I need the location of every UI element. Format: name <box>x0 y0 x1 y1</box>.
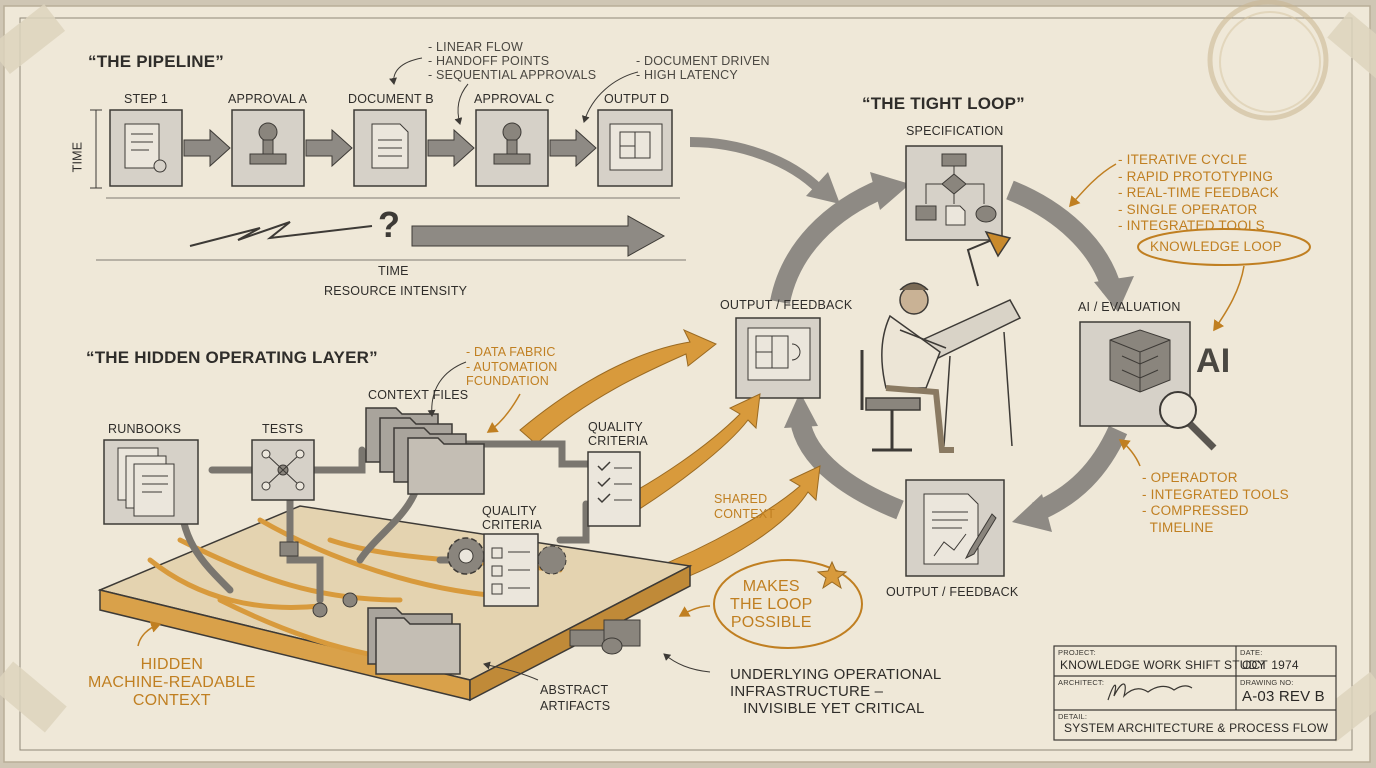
step-1-label: STEP 1 <box>124 92 169 106</box>
specification-box <box>905 145 1003 241</box>
loop-arrow-top-left <box>770 178 888 305</box>
orange-arrow-3 <box>649 465 821 587</box>
tests-icon <box>251 439 315 501</box>
coffee-stain <box>1207 0 1329 121</box>
output-feedback-bottom-label: OUTPUT / FEEDBACK <box>886 585 1019 599</box>
step-box-5 <box>597 109 673 187</box>
output-d-label: OUTPUT D <box>604 92 670 106</box>
tb-detail: SYSTEM ARCHITECTURE & PROCESS FLOW <box>1064 721 1329 735</box>
loop-arrow-top-right <box>1006 180 1122 293</box>
context-files-icon <box>365 407 485 495</box>
pipeline-arrow-3 <box>427 128 475 168</box>
ai-mark: AI <box>1196 342 1231 380</box>
tight-loop-title: “THE TIGHT LOOP” <box>862 94 1025 113</box>
output-feedback-box-bottom <box>905 479 1005 577</box>
document-b-label: DOCUMENT B <box>348 92 434 106</box>
runbooks-icon <box>103 439 199 525</box>
ai-evaluation-label: AI / EVALUATION <box>1078 300 1181 314</box>
pipeline-notes-a: - LINEAR FLOW - HANDOFF POINTS - SEQUENT… <box>428 40 597 82</box>
ai-evaluation-box <box>1079 321 1191 427</box>
shared-context-label: SHARED CONTEXT <box>714 492 776 521</box>
hidden-layer-title: “THE HIDDEN OPERATING LAYER” <box>86 348 378 367</box>
title-block-frame <box>1053 645 1337 741</box>
tb-drawing: A-03 REV B <box>1242 688 1325 705</box>
context-files-label: CONTEXT FILES <box>368 388 469 402</box>
tb-detail-label: DETAIL: <box>1058 712 1088 721</box>
specification-label: SPECIFICATION <box>906 124 1004 138</box>
question-mark: ? <box>378 204 401 245</box>
step-box-4 <box>475 109 549 187</box>
makes-loop-label: MAKES THE LOOP POSSIBLE <box>730 578 813 631</box>
tests-label: TESTS <box>262 422 304 436</box>
quality-criteria-mid-label: QUALITY CRITERIA <box>482 504 542 532</box>
tape-top-left <box>0 4 66 74</box>
hidden-notes: - DATA FABRIC - AUTOMATION FCUNDATION <box>466 345 558 388</box>
tb-project: KNOWLEDGE WORK SHIFT STUDY <box>1060 658 1266 672</box>
gear-icon <box>447 537 567 575</box>
runbooks-label: RUNBOOKS <box>108 422 182 436</box>
knowledge-loop-label: KNOWLEDGE LOOP <box>1150 239 1282 254</box>
architect-signature <box>1107 683 1193 701</box>
tb-date-label: DATE: <box>1240 648 1263 657</box>
loop-notes-right: - ITERATIVE CYCLE - RAPID PROTOTYPING - … <box>1118 152 1279 233</box>
pipeline-arrow-2 <box>305 128 353 168</box>
machine-readable-label: HIDDEN MACHINE-READABLE CONTEXT <box>88 656 256 709</box>
folder-icon <box>367 607 461 675</box>
makes-loop-ellipse <box>713 559 863 649</box>
long-arrow <box>411 215 666 257</box>
operator-figure <box>860 230 1022 453</box>
approval-c-label: APPROVAL C <box>474 92 555 106</box>
valve-icon <box>569 619 641 655</box>
x-axis-label: TIME <box>378 264 409 278</box>
quality-criteria-mid-icon <box>483 533 539 607</box>
zigzag-line <box>189 221 373 247</box>
loop-notes-low: - OPERADTOR - INTEGRATED TOOLS - COMPRES… <box>1142 470 1289 535</box>
tape-top-right <box>1327 11 1376 83</box>
time-axis-label: TIME <box>70 141 85 173</box>
tb-date: OCT 1974 <box>1242 658 1299 672</box>
pipeline-title: “THE PIPELINE” <box>88 52 224 71</box>
pipeline-arrow-4 <box>549 128 597 168</box>
knowledge-loop-ellipse <box>1137 228 1311 266</box>
underlying-infra-label: UNDERLYING OPERATIONAL INFRASTRUCTURE – … <box>730 666 942 717</box>
tight-loop-section <box>689 137 1311 577</box>
tape-bottom-left <box>0 661 67 733</box>
quality-criteria-right-label: QUALITY CRITERIA <box>588 420 648 448</box>
orange-arrow-1 <box>519 328 717 445</box>
magnifier-icon <box>1159 391 1217 451</box>
tb-architect-label: ARCHITECT: <box>1058 678 1105 687</box>
hidden-layer-section <box>97 328 863 702</box>
quality-criteria-right-icon <box>587 451 641 527</box>
pipeline-section <box>90 57 686 261</box>
pipeline-to-loop-arrow <box>689 137 824 194</box>
approval-a-label: APPROVAL A <box>228 92 308 106</box>
star-icon <box>816 560 848 590</box>
step-box-2 <box>231 109 305 187</box>
loop-arrow-bottom-left <box>790 417 904 520</box>
tb-project-label: PROJECT: <box>1058 648 1096 657</box>
output-feedback-left-label: OUTPUT / FEEDBACK <box>720 298 853 312</box>
step-box-1 <box>109 109 183 187</box>
abstract-artifacts-label: ABSTRACT ARTIFACTS <box>540 683 611 713</box>
tb-drawing-label: DRAWING NO: <box>1240 678 1294 687</box>
resource-intensity-label: RESOURCE INTENSITY <box>324 284 468 298</box>
output-feedback-box-left <box>735 317 821 399</box>
pipeline-arrow-1 <box>183 128 231 168</box>
pipeline-notes-b: - DOCUMENT DRIVEN - HIGH LATENCY <box>636 54 770 82</box>
step-box-3 <box>353 109 427 187</box>
loop-arrow-bottom-right <box>1031 425 1128 522</box>
